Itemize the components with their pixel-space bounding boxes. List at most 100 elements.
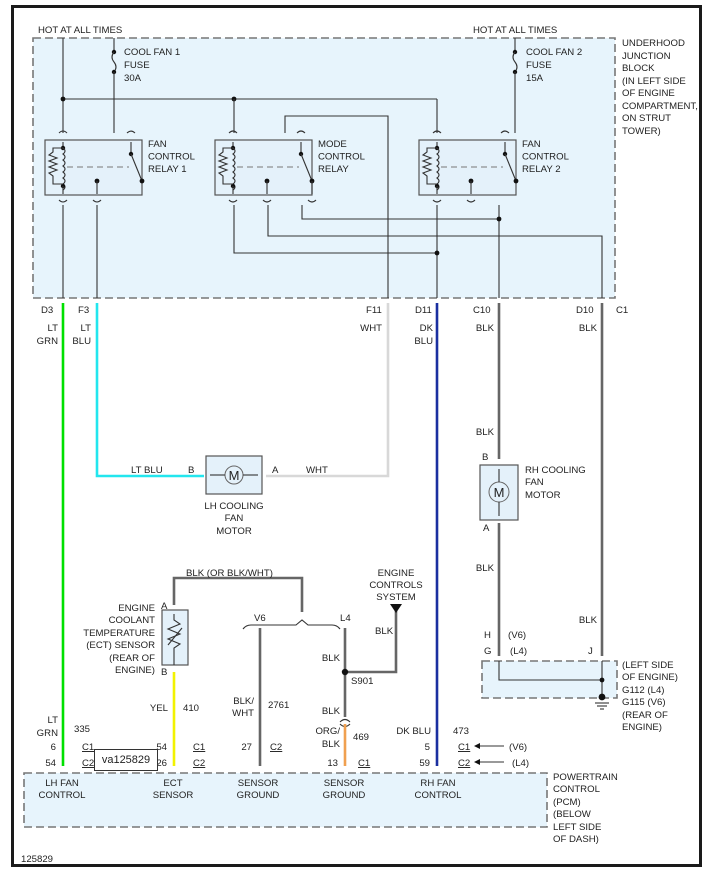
svg-text:G115 (V6): G115 (V6) xyxy=(622,697,666,708)
svg-text:CONTROL: CONTROL xyxy=(415,790,463,801)
ect-sensor: A B ENGINE COOLANT TEMPERATURE (ECT) SEN… xyxy=(83,568,304,678)
svg-text:WHT: WHT xyxy=(360,323,382,334)
svg-text:CONTROLS: CONTROLS xyxy=(369,580,422,591)
svg-text:(V6): (V6) xyxy=(509,742,527,753)
relay-label: RELAY 1 xyxy=(148,164,187,175)
svg-text:YEL: YEL xyxy=(150,703,169,714)
svg-text:COOLANT: COOLANT xyxy=(109,615,156,626)
svg-text:ON STRUT: ON STRUT xyxy=(622,113,671,124)
ground-g112-g115: H G J (V6) (L4) (LEFT SIDE OF ENGINE) G1… xyxy=(484,630,678,733)
svg-text:D3: D3 xyxy=(41,305,53,316)
svg-text:TEMPERATURE: TEMPERATURE xyxy=(83,628,155,639)
svg-text:LT: LT xyxy=(81,323,92,334)
svg-text:27: 27 xyxy=(241,742,252,753)
svg-text:(L4): (L4) xyxy=(510,646,527,657)
svg-text:(LEFT SIDE: (LEFT SIDE xyxy=(622,660,674,671)
hot-at-all-times-right: HOT AT ALL TIMES xyxy=(473,25,557,36)
svg-text:RH FAN: RH FAN xyxy=(420,778,455,789)
svg-text:CONTROL: CONTROL xyxy=(553,784,601,795)
svg-text:ENGINE: ENGINE xyxy=(118,603,155,614)
svg-text:JUNCTION: JUNCTION xyxy=(622,51,671,62)
svg-text:473: 473 xyxy=(453,726,469,737)
svg-text:LT: LT xyxy=(48,715,59,726)
svg-text:LEFT SIDE: LEFT SIDE xyxy=(553,822,601,833)
wire-lt-blu xyxy=(95,303,204,478)
svg-text:F3: F3 xyxy=(78,305,89,316)
fuse-1-label: FUSE xyxy=(124,60,150,71)
lh-cooling-fan-motor: M B A LH COOLING FAN MOTOR xyxy=(188,455,279,537)
svg-text:F11: F11 xyxy=(366,305,382,316)
svg-text:FAN: FAN xyxy=(225,513,244,524)
svg-text:(IN LEFT SIDE: (IN LEFT SIDE xyxy=(622,76,686,87)
svg-text:(BELOW: (BELOW xyxy=(553,809,592,820)
hot-at-all-times-left: HOT AT ALL TIMES xyxy=(38,25,122,36)
pcm-pin-labels: 6 54 C1 C2 54 26 C1 C2 27 C2 13 C1 5 59 … xyxy=(45,742,529,769)
wire-labels-upper: LT GRN LT BLU WHT DK BLU BLK BLK BLK BLK… xyxy=(37,323,598,626)
svg-text:C2: C2 xyxy=(270,742,282,753)
relay-label: CONTROL xyxy=(318,152,366,163)
svg-text:BLOCK: BLOCK xyxy=(622,63,655,74)
pcm-function-labels: LH FAN CONTROL ECT SENSOR SENSOR GROUND … xyxy=(39,778,463,801)
svg-text:G: G xyxy=(484,646,491,657)
svg-text:G112 (L4): G112 (L4) xyxy=(622,685,664,696)
svg-text:OF DASH): OF DASH) xyxy=(553,834,599,845)
svg-text:TOWER): TOWER) xyxy=(622,126,661,137)
engine-controls-system-label: ENGINE CONTROLS SYSTEM xyxy=(369,568,422,603)
svg-text:LT BLU: LT BLU xyxy=(131,465,163,476)
relay-label: CONTROL xyxy=(148,152,196,163)
svg-text:D10: D10 xyxy=(576,305,594,316)
svg-text:MOTOR: MOTOR xyxy=(216,526,252,537)
svg-text:BLK: BLK xyxy=(476,323,495,334)
svg-text:469: 469 xyxy=(353,732,369,743)
svg-text:(PCM): (PCM) xyxy=(553,797,581,808)
svg-text:ORG/: ORG/ xyxy=(315,726,340,737)
svg-text:RH COOLING: RH COOLING xyxy=(525,465,586,476)
svg-text:C1: C1 xyxy=(458,742,470,753)
svg-text:335: 335 xyxy=(74,724,90,735)
svg-text:C2: C2 xyxy=(193,758,205,769)
svg-text:SENSOR: SENSOR xyxy=(324,778,365,789)
blk-label: BLK xyxy=(322,653,341,664)
svg-text:GROUND: GROUND xyxy=(323,790,366,801)
fuse-2-rating: 15A xyxy=(526,73,544,84)
svg-text:2761: 2761 xyxy=(268,700,289,711)
svg-text:GRN: GRN xyxy=(37,728,58,739)
svg-text:(REAR OF: (REAR OF xyxy=(109,653,155,664)
svg-text:ENGINE): ENGINE) xyxy=(622,722,662,733)
fuse-2-label: FUSE xyxy=(526,60,552,71)
relay-label: CONTROL xyxy=(522,152,570,163)
svg-text:C1: C1 xyxy=(82,742,94,753)
relay-label: RELAY xyxy=(318,164,349,175)
svg-text:OF ENGINE: OF ENGINE xyxy=(622,88,675,99)
svg-text:WHT: WHT xyxy=(306,465,328,476)
engine-controls-arrow-icon xyxy=(390,604,402,613)
svg-text:C2: C2 xyxy=(458,758,470,769)
junction-terminals: D3 F3 F11 D11 C10 D10 C1 xyxy=(41,305,628,316)
splice-s901 xyxy=(341,668,349,676)
svg-text:59: 59 xyxy=(419,758,430,769)
blk-label: BLK xyxy=(322,706,341,717)
svg-text:BLK (OR BLK/WHT): BLK (OR BLK/WHT) xyxy=(186,568,273,579)
svg-text:CONTROL: CONTROL xyxy=(39,790,87,801)
svg-text:5: 5 xyxy=(425,742,430,753)
svg-text:FAN: FAN xyxy=(525,477,544,488)
svg-text:ENGINE): ENGINE) xyxy=(115,665,155,676)
svg-text:POWERTRAIN: POWERTRAIN xyxy=(553,772,618,783)
svg-text:(ECT) SENSOR: (ECT) SENSOR xyxy=(86,640,155,651)
svg-text:(L4): (L4) xyxy=(512,758,529,769)
wire-blk-engine-controls xyxy=(345,610,398,674)
variant-selector: V6 L4 xyxy=(242,613,351,630)
relay-label: FAN xyxy=(148,139,167,150)
svg-text:26: 26 xyxy=(156,758,167,769)
svg-text:(V6): (V6) xyxy=(508,630,526,641)
lower-labels: LT GRN 335 YEL 410 BLK/ WHT 2761 ORG/ BL… xyxy=(37,696,469,750)
svg-text:A: A xyxy=(483,523,490,534)
svg-text:GRN: GRN xyxy=(37,336,58,347)
svg-text:V6: V6 xyxy=(254,613,266,624)
relay-label: RELAY 2 xyxy=(522,164,561,175)
svg-text:COMPARTMENT,: COMPARTMENT, xyxy=(622,101,698,112)
